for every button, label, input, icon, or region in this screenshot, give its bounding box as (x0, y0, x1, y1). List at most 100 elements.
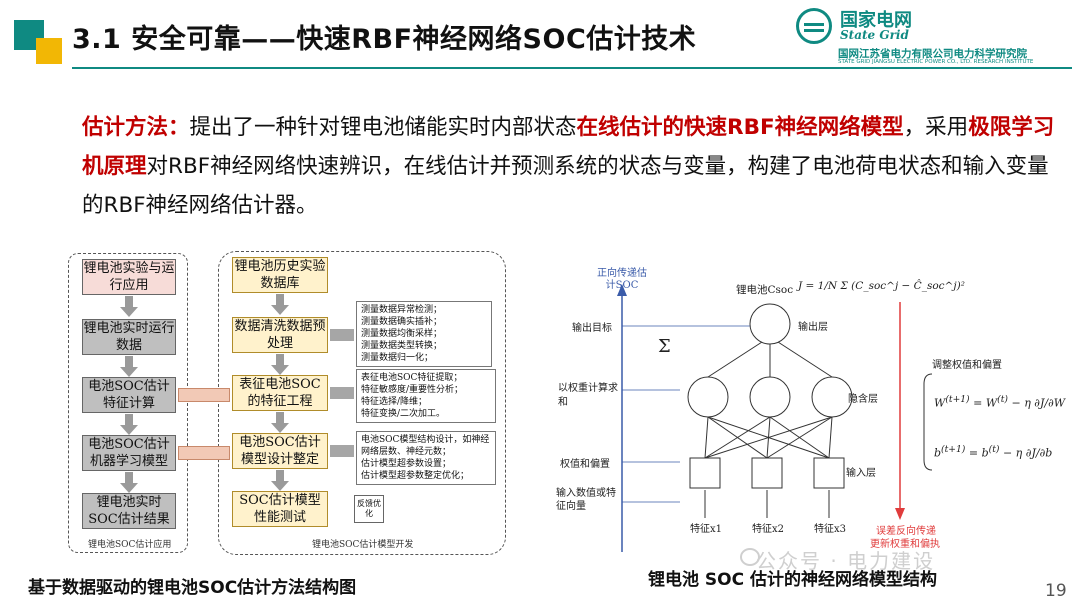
state-grid-logo: 国家电网 State Grid 国网江苏省电力有限公司电力科学研究院 STATE… (796, 6, 1076, 66)
input-layer-label: 输入层 (846, 468, 876, 479)
forward-label: 正向传递估计SOC (597, 268, 647, 291)
note-item: 测量数据确实插补； (361, 317, 443, 327)
bias-update-formula: b(t+1) = b(t) − η ∂J/∂b (934, 444, 1053, 460)
feature-label-3: 特征x3 (814, 524, 847, 535)
flow-arrow-down-icon (120, 483, 138, 493)
flow-box-soc-result: 锂电池实时SOC估计结果 (82, 493, 176, 529)
edge (777, 341, 833, 378)
flow-arrow-down-icon (271, 481, 289, 491)
flow-box-feature-calc: 电池SOC估计特征计算 (82, 377, 176, 413)
hidden-layer-label: 隐含层 (848, 394, 878, 405)
flow-arrow-left-icon (178, 388, 230, 402)
wechat-icon (740, 548, 760, 566)
page-number: 19 (1045, 581, 1067, 601)
note-item: 特征敏感度/重要性分析； (361, 385, 464, 395)
flow-box-history-db: 锂电池历史实验数据库 (232, 257, 328, 293)
flow-arrow-down-icon (271, 365, 289, 375)
flow-box-data-cleaning: 数据清洗数据预处理 (232, 317, 328, 353)
csoc-label: 锂电池Csoc (736, 284, 794, 296)
flow-arrow-stem (125, 414, 133, 426)
flow-arrow-down-icon (271, 423, 289, 433)
note-arrow-icon (330, 387, 354, 399)
edge (704, 416, 709, 459)
feature-label-1: 特征x1 (690, 524, 723, 535)
intro-highlight-1: 在线估计的快速RBF神经网络模型 (576, 115, 904, 140)
flow-arrow-stem (276, 354, 284, 366)
weight-update-formula: W(t+1) = W(t) − η ∂J/∂W (934, 394, 1066, 410)
note-item: 特征变换/二次加工。 (361, 409, 446, 419)
state-grid-emblem-icon (796, 8, 832, 44)
forward-arrow-icon (617, 284, 627, 296)
flow-box-perf-test: SOC估计模型性能测试 (232, 491, 328, 527)
flow-box-realtime-data: 锂电池实时运行数据 (82, 319, 176, 355)
watermark: 公众号 · 电力建设 (756, 549, 936, 573)
flow-arrow-down-icon (120, 367, 138, 377)
dev-dashed-group (218, 251, 506, 555)
app-dashed-group (68, 253, 188, 553)
note-item: 估计模型超参数整定优化； (361, 471, 470, 481)
notes-feature-eng: 表征电池SOC特征提取； 特征敏感度/重要性分析； 特征选择/降维； 特征变换/… (356, 369, 496, 423)
left-figure-caption: 基于数据驱动的锂电池SOC估计方法结构图 (28, 578, 357, 598)
flow-arrow-down-icon (271, 305, 289, 315)
note-item: 表征电池SOC特征提取； (361, 373, 463, 383)
sigma-symbol: Σ (658, 336, 671, 357)
network-svg: Σ (617, 284, 933, 552)
flow-arrow-stem (125, 472, 133, 484)
decor-square-yellow (36, 38, 62, 64)
flow-box-lithium-app: 锂电池实验与运行应用 (82, 259, 176, 295)
flow-arrow-stem (276, 470, 284, 482)
rbf-network-diagram: Σ (540, 262, 1080, 562)
input-node (813, 457, 845, 489)
flow-arrow-down-icon (120, 307, 138, 317)
flow-box-ml-model: 电池SOC估计机器学习模型 (82, 435, 176, 471)
backprop-label-1: 误差反向传递 (876, 526, 936, 537)
note-arrow-icon (330, 329, 354, 341)
hidden-node (811, 376, 853, 418)
edge (707, 416, 768, 459)
hidden-node (687, 376, 729, 418)
input-node (689, 457, 721, 489)
hidden-node (749, 376, 791, 418)
logo-org-en-text: STATE GRID JIANGSU ELECTRIC POWER CO., L… (838, 59, 1034, 65)
notes-data-cleaning: 测量数据异常检测； 测量数据确实插补； 测量数据均衡采样； 测量数据类型转换； … (356, 301, 492, 367)
intro-label: 估计方法： (82, 115, 190, 140)
flow-box-feature-eng: 表征电池SOC的特征工程 (232, 375, 328, 411)
output-layer-label: 输出层 (798, 322, 828, 333)
note-item: 估计模型超参数设置； (361, 459, 452, 469)
note-arrow-icon (330, 445, 354, 457)
feedback-box: 反馈优化 (354, 495, 384, 523)
loss-formula: J = 1/N Σ (C_soc^j − Ĉ_soc^j)² (798, 280, 965, 292)
adjust-label: 调整权值和偏置 (932, 360, 1002, 371)
input-node (751, 457, 783, 489)
flow-box-model-design: 电池SOC估计模型设计整定 (232, 433, 328, 469)
input-label: 输入数值或特征向量 (556, 488, 616, 512)
output-node (749, 303, 791, 345)
formula-bracket (923, 373, 933, 471)
note-item: 测量数据类型转换； (361, 341, 443, 351)
weights-label: 权值和偏置 (560, 459, 610, 470)
intro-text-2: ，采用 (903, 115, 969, 140)
notes-model-design: 电池SOC模型结构设计，如神经网络层数、神经元数； 估计模型超参数设置； 估计模… (356, 431, 496, 485)
app-group-label: 锂电池SOC估计应用 (88, 540, 172, 550)
backprop-label-2: 更新权重和偏执 (870, 539, 940, 550)
logo-org-text: 国网江苏省电力有限公司电力科学研究院 (838, 48, 1027, 60)
header-divider (72, 67, 1072, 69)
feature-label-2: 特征x2 (752, 524, 785, 535)
slide-header: 3.1 安全可靠——快速RBF神经网络SOC估计技术 国家电网 State Gr… (0, 0, 1080, 75)
edge (707, 341, 763, 378)
right-figure-caption: 锂电池 SOC 估计的神经网络模型结构 (648, 570, 938, 590)
logo-en-text: State Grid (840, 28, 909, 42)
note-item: 测量数据归一化； (361, 353, 434, 363)
intro-paragraph: 估计方法：提出了一种针对锂电池储能实时内部状态在线估计的快速RBF神经网络模型，… (82, 108, 1057, 225)
slide-title: 3.1 安全可靠——快速RBF神经网络SOC估计技术 (72, 24, 697, 55)
intro-highlight-2: 极限学习机原理 (82, 115, 1055, 179)
note-item: 测量数据异常检测； (361, 305, 443, 315)
note-item: 电池SOC模型结构设计，如神经网络层数、神经元数； (361, 435, 490, 457)
soc-method-flowchart: 锂电池实验与运行应用 锂电池实时运行数据 电池SOC估计特征计算 电池SOC估计… (60, 245, 520, 565)
edge (769, 416, 830, 459)
note-item: 特征选择/降维； (361, 397, 428, 407)
flow-arrow-stem (276, 294, 284, 306)
logo-cn-text: 国家电网 (840, 10, 912, 31)
intro-text-3: 对RBF神经网络快速辨识，在线估计并预测系统的状态与变量，构建了电池荷电状态和输… (82, 154, 1049, 218)
sum-label: 以权重计算求和 (558, 383, 618, 408)
